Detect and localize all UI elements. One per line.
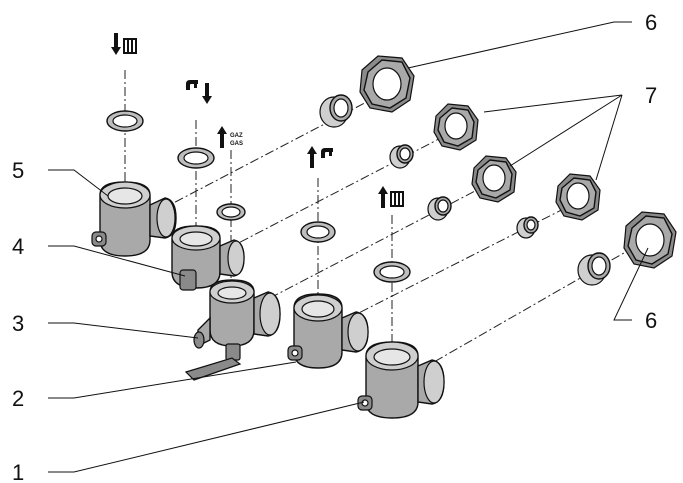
gas-valve xyxy=(184,279,281,381)
gas-label-line1: GAZ xyxy=(230,133,243,139)
union-nut xyxy=(433,103,479,151)
union-nut xyxy=(471,155,517,203)
callout-7: 7 xyxy=(645,83,657,108)
heating-return-fitting xyxy=(357,341,445,419)
cold-water-fitting xyxy=(287,293,369,369)
sealing-washer xyxy=(177,147,215,169)
sealing-washer xyxy=(216,203,246,221)
heating-flow-icon xyxy=(111,33,137,55)
sealing-washer xyxy=(300,221,336,243)
heating-return-icon xyxy=(378,186,404,208)
callout-3: 3 xyxy=(12,311,24,336)
sealing-washer xyxy=(106,110,144,132)
callout-6-bottom: 6 xyxy=(645,308,657,333)
compression-sleeve xyxy=(319,94,353,128)
callout-2: 2 xyxy=(12,386,24,411)
callout-4: 4 xyxy=(12,234,24,259)
union-nut xyxy=(555,173,601,221)
gas-label-line2: GAS xyxy=(230,141,243,147)
compression-sleeve xyxy=(516,216,539,239)
callout-1: 1 xyxy=(12,460,24,483)
callout-5: 5 xyxy=(12,158,24,183)
cold-water-icon xyxy=(307,146,333,168)
hot-water-fitting xyxy=(171,225,245,291)
sealing-washer xyxy=(373,261,411,283)
compression-sleeve xyxy=(389,144,414,169)
callout-6-top: 6 xyxy=(645,10,657,35)
union-nut xyxy=(623,211,677,269)
hot-water-icon xyxy=(186,80,212,104)
heating-flow-fitting xyxy=(91,181,177,257)
leader-lines xyxy=(48,21,649,473)
gas-inlet-icon: GAZ GAS xyxy=(217,126,243,148)
union-nut xyxy=(359,55,415,113)
compression-sleeve xyxy=(577,252,611,286)
compression-sleeve xyxy=(427,196,452,221)
